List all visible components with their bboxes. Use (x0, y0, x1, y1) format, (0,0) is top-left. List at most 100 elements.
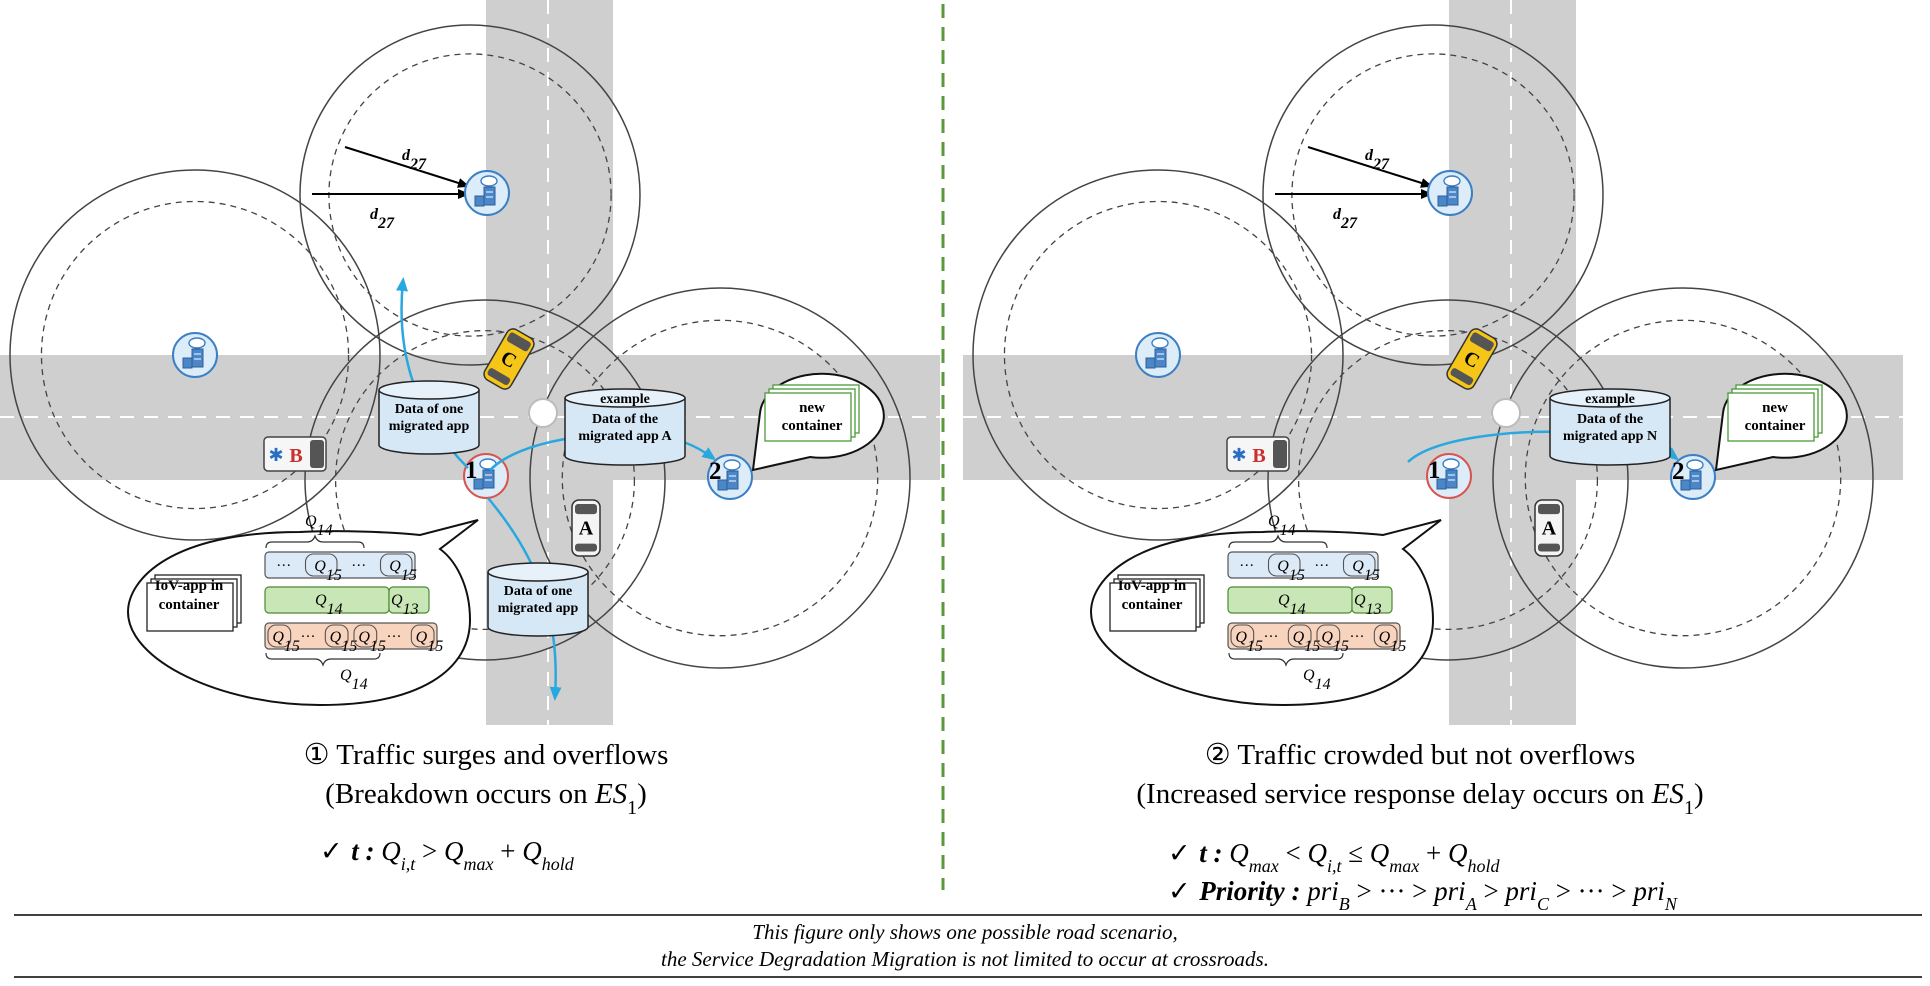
queue-cell (353, 624, 378, 648)
coverage-circle-inner (561, 319, 879, 637)
queue-cell (324, 624, 349, 648)
taxi-vehicle-c: C (1446, 328, 1498, 390)
taxi-vehicle-c: C (483, 328, 535, 390)
right-caption-subtitle: (Increased service response delay occurs… (1136, 778, 1703, 819)
cloud-icon (188, 337, 206, 349)
queue-row-box (1227, 622, 1401, 650)
new-container-label: container (1745, 418, 1806, 434)
iov-app-label: container (1122, 597, 1183, 613)
data-cylinder-upper: Data of one migrated app (378, 380, 480, 455)
cloud-icon (480, 175, 498, 187)
q-hold-box (388, 586, 430, 614)
server-box-icon (1437, 195, 1448, 207)
car-letter: B (289, 445, 302, 467)
queue-dots: ··· (1314, 558, 1329, 574)
ambulance-vehicle-b: ✱B (1226, 436, 1290, 472)
queue-cell-label: Q15 (272, 629, 300, 655)
cylinder-text: migrated app (389, 419, 470, 434)
queue-cell (267, 624, 292, 648)
server-box-icon (473, 478, 484, 490)
right-condition: ✓ t : Qmax < Qi,t ≤ Qmax + Qhold (1168, 838, 1501, 876)
server-box-icon (1680, 479, 1691, 491)
cylinder-top (564, 388, 686, 408)
car-letter: A (1542, 518, 1557, 540)
queue-cell-label: Q15 (416, 629, 444, 655)
q-hold-box (1351, 586, 1393, 614)
new-container-icon (764, 384, 860, 442)
server-number: 1 (1428, 457, 1441, 484)
queue-dots: ··· (1264, 629, 1279, 645)
queue-cell (379, 553, 413, 577)
left-caption-subtitle: (Breakdown occurs on ES1) (325, 778, 647, 819)
ambulance-window (310, 440, 324, 468)
ambulance-vehicle-b: ✱B (263, 436, 327, 472)
car-letter: A (579, 518, 594, 540)
queue-cell (1316, 624, 1341, 648)
queue-cell (1230, 624, 1255, 648)
car-letter: B (1252, 445, 1265, 467)
q-hold-label: Q13 (391, 592, 419, 618)
car-window (487, 368, 511, 385)
server-rack-icon (1445, 469, 1458, 489)
queue-cell-label: Q15 (1321, 629, 1349, 655)
iov-app-label: IoV-app in (155, 578, 224, 594)
footnote-line-2: the Service Degradation Migration is not… (661, 947, 1269, 971)
cloud-icon (1443, 175, 1461, 187)
container-sheet (146, 582, 234, 632)
queue-dots: ··· (1350, 629, 1365, 645)
cloud-icon (1442, 458, 1460, 470)
edge-server-icon: 2 (707, 454, 753, 500)
queue-cell (1342, 553, 1376, 577)
new-container-sheets (1727, 384, 1823, 442)
d-thr-label: d27 (370, 206, 395, 232)
q-hold-label: Q13 (1354, 592, 1382, 618)
car-window (575, 543, 597, 552)
queue-cell-label: Q15 (1235, 629, 1263, 655)
q-max-label: Q14 (1278, 592, 1306, 618)
d-thr-label: d27 (1333, 206, 1358, 232)
container-sheet (1727, 392, 1815, 442)
left-caption-title: ① Traffic surges and overflows (304, 739, 669, 771)
queue-cell-label: Q15 (1379, 629, 1407, 655)
edge-server-icon: 1 (463, 453, 509, 499)
queue-bottom-brace (1228, 652, 1344, 667)
queue-top-brace (265, 534, 365, 549)
car-window (1450, 368, 1474, 385)
car-window (1538, 543, 1560, 552)
cylinder-text: Data of one (395, 402, 463, 417)
new-container-label: new (799, 400, 825, 416)
car-window (1469, 332, 1494, 352)
queue-bottom-label: Q14 (1303, 667, 1331, 693)
crosswalk-icon (528, 398, 558, 428)
cylinder-top (1549, 388, 1671, 408)
star-of-life-icon: ✱ (268, 445, 283, 465)
coverage-circle-inner (1524, 319, 1842, 637)
server-rack-icon (726, 470, 739, 490)
vehicle-a: A (1534, 499, 1564, 557)
queue-dots: ··· (276, 558, 291, 574)
coverage-circle-outer (299, 24, 641, 366)
iov-container-sheets (1109, 574, 1205, 632)
queue-cell-label: Q15 (330, 629, 358, 655)
queue-dots: ··· (301, 629, 316, 645)
server-rack-icon (482, 469, 495, 489)
right-priority: ✓ Priority : priB > ··· > priA > priC > … (1168, 876, 1678, 914)
server-number: 2 (709, 458, 722, 485)
server-rack-icon (1154, 348, 1167, 368)
cloud-icon (1151, 337, 1169, 349)
d-pre-label: d27 (402, 147, 427, 173)
container-sheet (1109, 582, 1197, 632)
cylinder-title: example (1585, 392, 1635, 407)
queue-cell (1267, 553, 1301, 577)
queue-bottom-brace (265, 652, 381, 667)
right-caption-title: ② Traffic crowded but not overflows (1205, 739, 1636, 771)
queue-row-box (264, 622, 438, 650)
coverage-circle-outer (1492, 287, 1874, 669)
